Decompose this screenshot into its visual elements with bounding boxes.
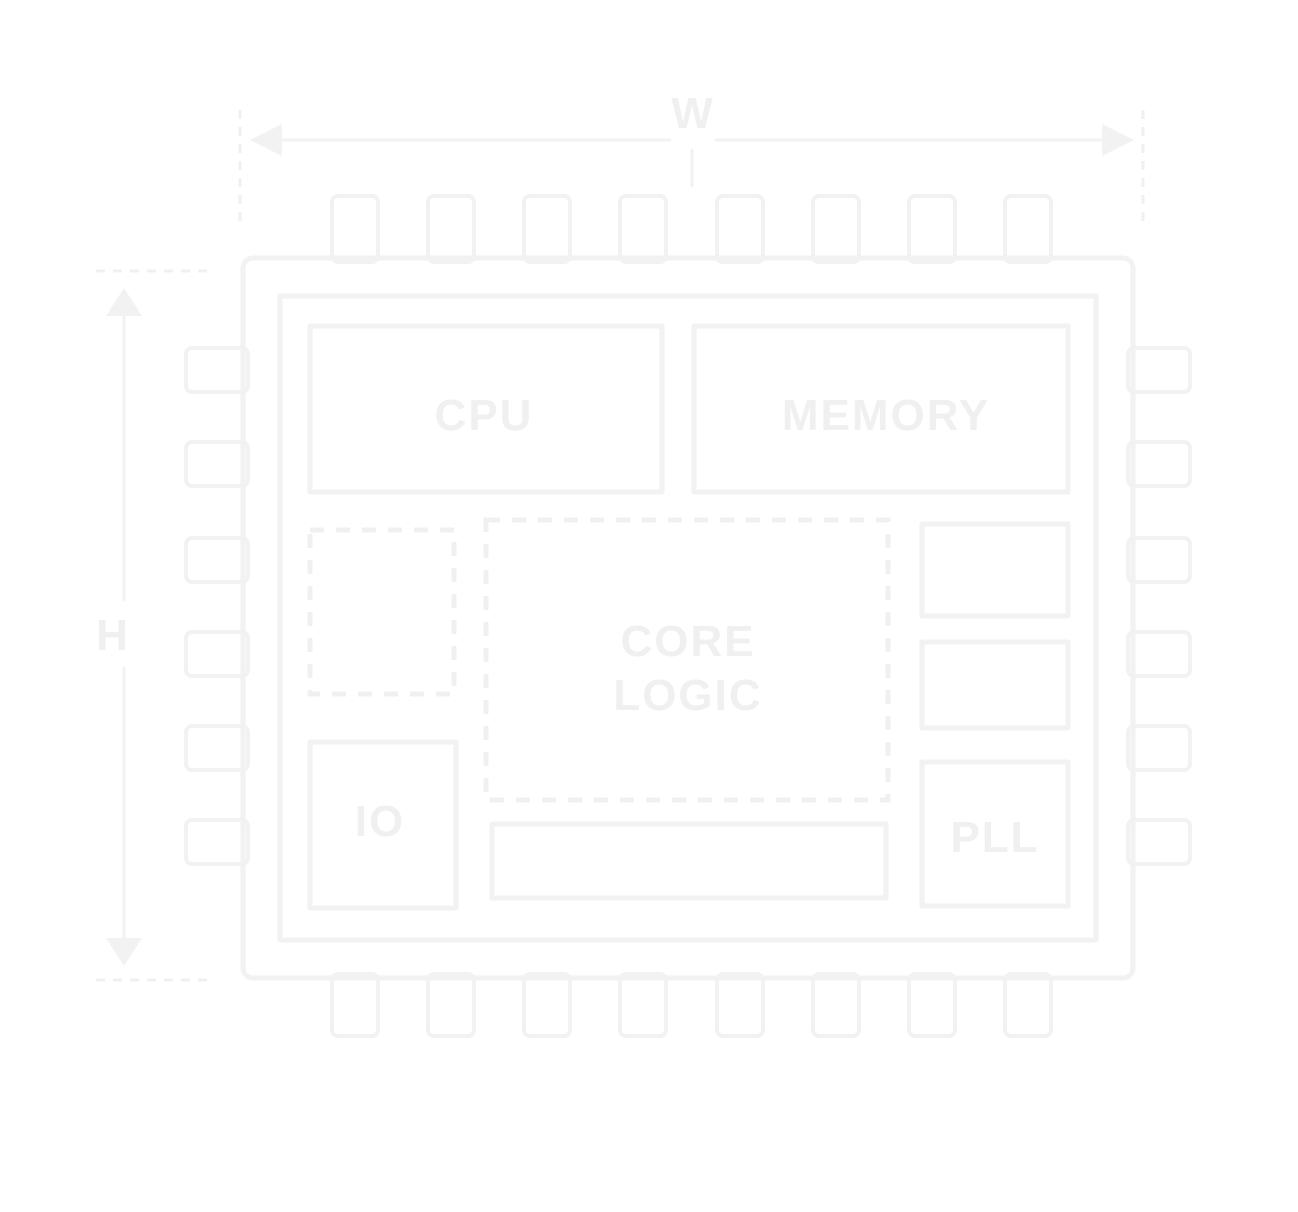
io-label: IO: [355, 797, 405, 846]
pin-top-2: [426, 194, 476, 264]
memory-rect: [691, 323, 1071, 495]
pin-top-7: [907, 194, 957, 264]
pin-bottom-7: [907, 972, 957, 1038]
pll-rect: [919, 759, 1071, 909]
height-dimension: H: [96, 269, 210, 982]
width-label: W: [671, 89, 713, 138]
pin-left-4: [184, 630, 250, 678]
width-dimension: W: [238, 89, 1145, 228]
pin-bottom-6: [811, 972, 861, 1038]
core-label-line1: CORE: [620, 617, 755, 666]
pin-bottom-3: [522, 972, 572, 1038]
io-block: IO: [307, 739, 459, 911]
core-logic-rect: [483, 517, 891, 803]
io-rect: [307, 739, 459, 911]
pin-left-3: [184, 536, 250, 584]
bus-block: [489, 821, 889, 901]
pin-right-3: [1126, 536, 1192, 584]
pll-label: PLL: [950, 813, 1039, 862]
pin-right-4: [1126, 630, 1192, 678]
die-outline: [277, 293, 1099, 943]
pin-left-1: [184, 346, 250, 394]
pins: [184, 194, 1192, 1038]
package-body: [240, 255, 1136, 981]
pin-top-1: [330, 194, 380, 264]
core-label-line2: LOGIC: [613, 671, 762, 720]
cpu-block: CPU: [307, 323, 665, 495]
pin-bottom-5: [715, 972, 765, 1038]
pin-left-2: [184, 440, 250, 488]
width-arrow-left-head: [250, 124, 282, 156]
pin-right-6: [1126, 818, 1192, 866]
memory-label: MEMORY: [782, 391, 990, 440]
pin-top-4: [618, 194, 668, 264]
pin-top-3: [522, 194, 572, 264]
reserved-block-dashed: [307, 527, 457, 697]
core-logic-block: CORE LOGIC: [483, 517, 891, 803]
cpu-rect: [307, 323, 665, 495]
pin-right-5: [1126, 724, 1192, 772]
pin-top-5: [715, 194, 765, 264]
pin-bottom-8: [1003, 972, 1053, 1038]
pll-block: PLL: [919, 759, 1071, 909]
pin-bottom-4: [618, 972, 668, 1038]
pin-right-1: [1126, 346, 1192, 394]
pin-left-6: [184, 818, 250, 866]
right-block-middle: [919, 639, 1071, 731]
pin-bottom-1: [330, 972, 380, 1038]
height-arrow-top-head: [106, 288, 142, 316]
cpu-label: CPU: [435, 391, 534, 440]
right-block-upper: [919, 521, 1071, 619]
memory-block: MEMORY: [691, 323, 1071, 495]
height-arrow-bottom-head: [106, 938, 142, 966]
pin-bottom-2: [426, 972, 476, 1038]
pin-top-8: [1003, 194, 1053, 264]
pin-right-2: [1126, 440, 1192, 488]
pin-left-5: [184, 724, 250, 772]
width-arrow-right-head: [1102, 124, 1134, 156]
pin-top-6: [811, 194, 861, 264]
height-label: H: [96, 611, 128, 660]
